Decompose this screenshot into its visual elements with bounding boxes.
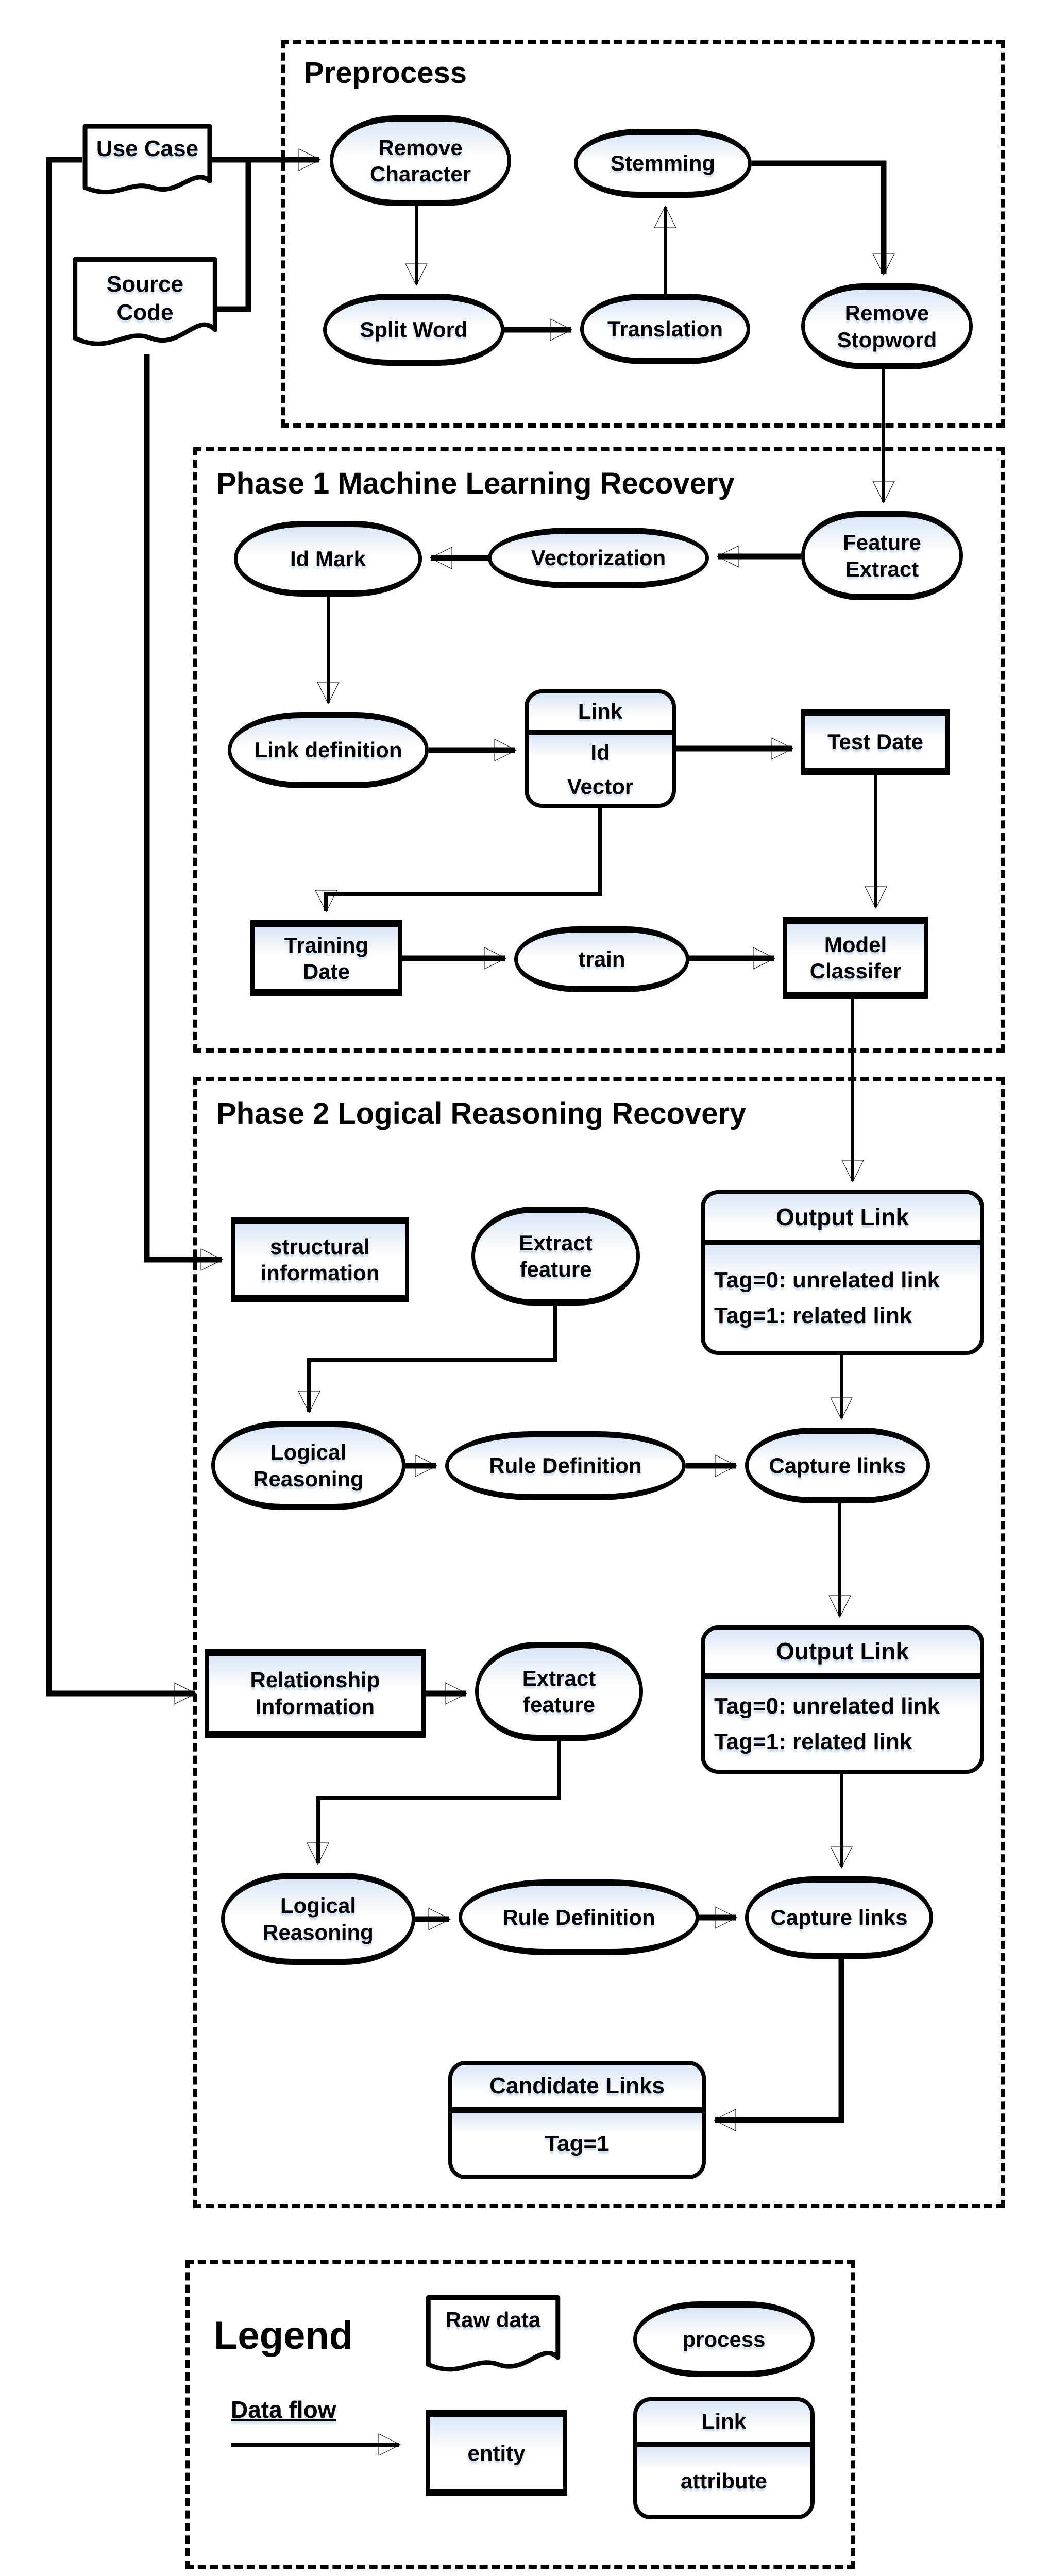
- node-structural-information: structural information: [231, 1217, 409, 1302]
- node-output-link-1: Output Link Tag=0: unrelated link Tag=1:…: [701, 1190, 984, 1355]
- group-phase1-title: Phase 1 Machine Learning Recovery: [216, 467, 735, 500]
- node-extract-feature-1: Extract feature: [471, 1207, 640, 1306]
- node-logical-reasoning-2: Logical Reasoning: [221, 1873, 415, 1965]
- group-phase1: [193, 447, 1005, 1053]
- legend-attribute-body: attribute: [637, 2447, 810, 2515]
- node-capture-links-1: Capture links: [745, 1428, 930, 1503]
- document-shape: [72, 256, 218, 357]
- legend-raw-data-symbol: Raw data: [426, 2295, 561, 2380]
- legend-link-header: Link: [637, 2401, 810, 2447]
- group-legend: [185, 2260, 855, 2569]
- candidate-links-body: Tag=1: [452, 2113, 702, 2175]
- edge-capture-links-2-to-candidate-links: [713, 1959, 844, 2131]
- candidate-links-header: Candidate Links: [452, 2065, 702, 2113]
- edge-stemming-to-remove-stopword: [752, 160, 895, 276]
- output-link-1-header: Output Link: [705, 1194, 980, 1245]
- node-link-id-vector: Link Id Vector: [524, 689, 676, 808]
- node-rule-definition-2: Rule Definition: [459, 1879, 699, 1955]
- edge-source-code-to-structural-information: [144, 354, 224, 1271]
- node-output-link-2: Output Link Tag=0: unrelated link Tag=1:…: [701, 1625, 984, 1774]
- node-source-code: Source Code: [72, 256, 218, 357]
- document-shape: [426, 2295, 561, 2380]
- legend-process-symbol: process: [633, 2301, 815, 2377]
- group-preprocess-title: Preprocess: [304, 56, 467, 90]
- output-link-1-body: Tag=0: unrelated link Tag=1: related lin…: [705, 1245, 980, 1351]
- node-training-date: Training Date: [250, 920, 402, 996]
- node-split-word: Split Word: [323, 294, 504, 366]
- node-remove-character: Remove Character: [330, 115, 511, 206]
- node-capture-links-2: Capture links: [745, 1876, 933, 1959]
- edge-link-id-vector-to-training-date: [315, 808, 602, 913]
- link-id-vector-body: Id Vector: [529, 735, 672, 804]
- node-extract-feature-2: Extract feature: [475, 1642, 643, 1741]
- node-train: train: [514, 926, 689, 992]
- edge-extract-feature-1-to-logical-reasoning-1: [298, 1306, 557, 1414]
- node-candidate-links: Candidate Links Tag=1: [448, 2061, 706, 2179]
- node-translation: Translation: [580, 294, 750, 364]
- node-vectorization: Vectorization: [488, 528, 709, 588]
- node-remove-stopword: Remove Stopword: [801, 283, 973, 369]
- node-model-classifer: Model Classifer: [783, 917, 928, 999]
- legend-title: Legend: [214, 2314, 353, 2358]
- document-shape: [82, 124, 212, 202]
- legend-data-flow-label: Data flow: [231, 2396, 336, 2423]
- node-rule-definition-1: Rule Definition: [445, 1431, 686, 1500]
- node-use-case: Use Case: [82, 124, 212, 202]
- edge-use-case-to-relationship-information: [46, 157, 197, 1705]
- group-phase2: [193, 1077, 1005, 2208]
- legend-link-attribute-symbol: Link attribute: [633, 2397, 815, 2519]
- link-id-vector-header: Link: [529, 693, 672, 735]
- output-link-2-header: Output Link: [705, 1630, 980, 1679]
- node-feature-extract: Feature Extract: [801, 511, 963, 600]
- node-stemming: Stemming: [574, 129, 752, 198]
- node-logical-reasoning-1: Logical Reasoning: [211, 1421, 405, 1510]
- group-preprocess: [281, 40, 1005, 428]
- output-link-2-body: Tag=0: unrelated link Tag=1: related lin…: [705, 1679, 980, 1770]
- legend-raw-data-label: Raw data: [445, 2308, 541, 2332]
- node-link-definition: Link definition: [228, 712, 429, 788]
- legend-entity-symbol: entity: [426, 2410, 567, 2496]
- group-phase2-title: Phase 2 Logical Reasoning Recovery: [216, 1097, 747, 1130]
- node-test-date: Test Date: [801, 709, 950, 775]
- node-relationship-information: Relationship Information: [205, 1649, 426, 1738]
- edge-extract-feature-2-to-logical-reasoning-2: [307, 1741, 561, 1866]
- node-id-mark: Id Mark: [234, 521, 422, 597]
- source-code-label: Source Code: [106, 272, 184, 326]
- edge-source-code-join-line: [216, 161, 251, 312]
- use-case-label: Use Case: [96, 136, 199, 162]
